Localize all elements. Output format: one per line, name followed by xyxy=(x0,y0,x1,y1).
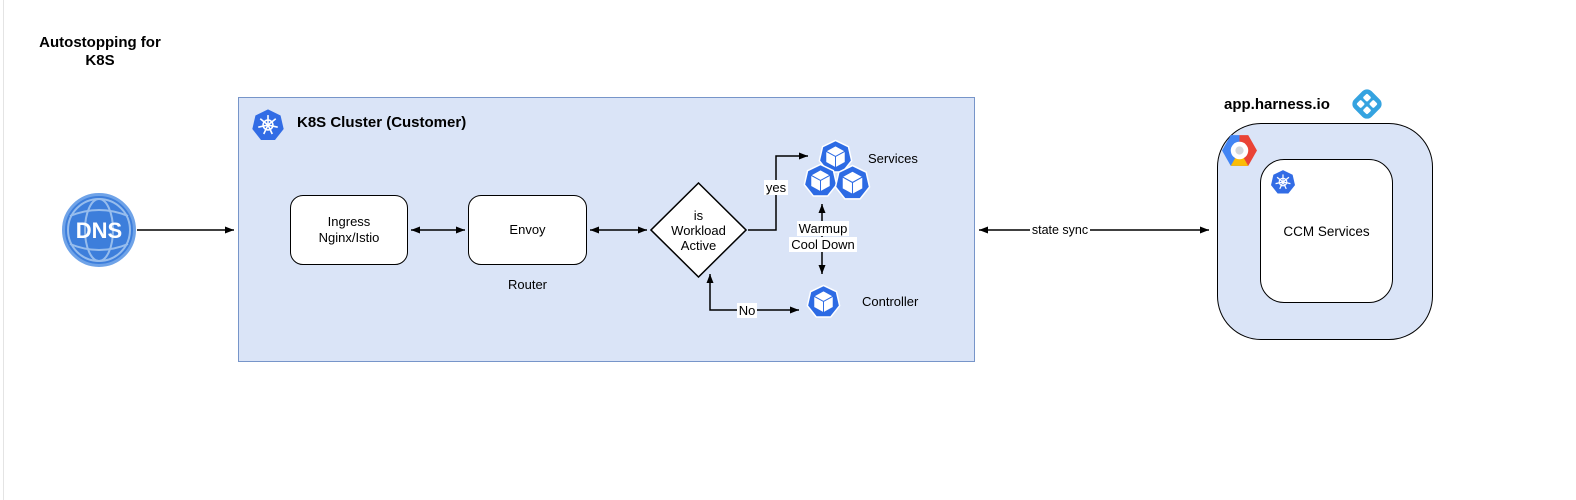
cluster-title: K8S Cluster (Customer) xyxy=(297,114,467,131)
decision-label: is Workload Active xyxy=(671,207,726,253)
controller-cube-icon xyxy=(806,284,841,318)
dns-globe-icon: DNS xyxy=(62,193,136,267)
workload-cube-icon xyxy=(818,139,853,173)
decision-diamond: is Workload Active xyxy=(650,182,747,278)
diagram-title: Autostopping for K8S xyxy=(26,34,174,70)
google-cloud-icon xyxy=(1222,135,1257,166)
warmup-cooldown-label: Warmup Cool Down xyxy=(789,221,857,252)
harness-domain-label: app.harness.io xyxy=(1224,96,1330,113)
workload-cube-icon xyxy=(803,163,838,197)
kubernetes-icon xyxy=(252,109,284,141)
router-caption: Router xyxy=(507,277,548,292)
ingress-label-line1: Ingress xyxy=(327,214,371,229)
svg-text:DNS: DNS xyxy=(76,218,122,243)
controller-label: Controller xyxy=(862,294,919,309)
workload-cube-icon xyxy=(834,164,871,200)
envoy-label: Envoy xyxy=(509,222,546,237)
ingress-label-line2: Nginx/Istio xyxy=(318,230,380,245)
diagram-title-line2: K8S xyxy=(85,52,115,69)
state-sync-label: state sync xyxy=(1029,223,1091,237)
envoy-node: Envoy xyxy=(468,195,587,265)
page-edge-line xyxy=(3,0,4,500)
services-label: Services xyxy=(868,151,918,166)
kubernetes-icon xyxy=(1271,170,1295,194)
no-edge-label: No xyxy=(736,303,758,318)
ccm-services-label: CCM Services xyxy=(1283,224,1370,239)
diagram-title-line1: Autostopping for xyxy=(39,34,161,51)
ingress-node: Ingress Nginx/Istio xyxy=(290,195,408,265)
yes-edge-label: yes xyxy=(763,180,789,195)
harness-logo-icon xyxy=(1352,89,1382,119)
diamond-shape xyxy=(650,182,747,278)
